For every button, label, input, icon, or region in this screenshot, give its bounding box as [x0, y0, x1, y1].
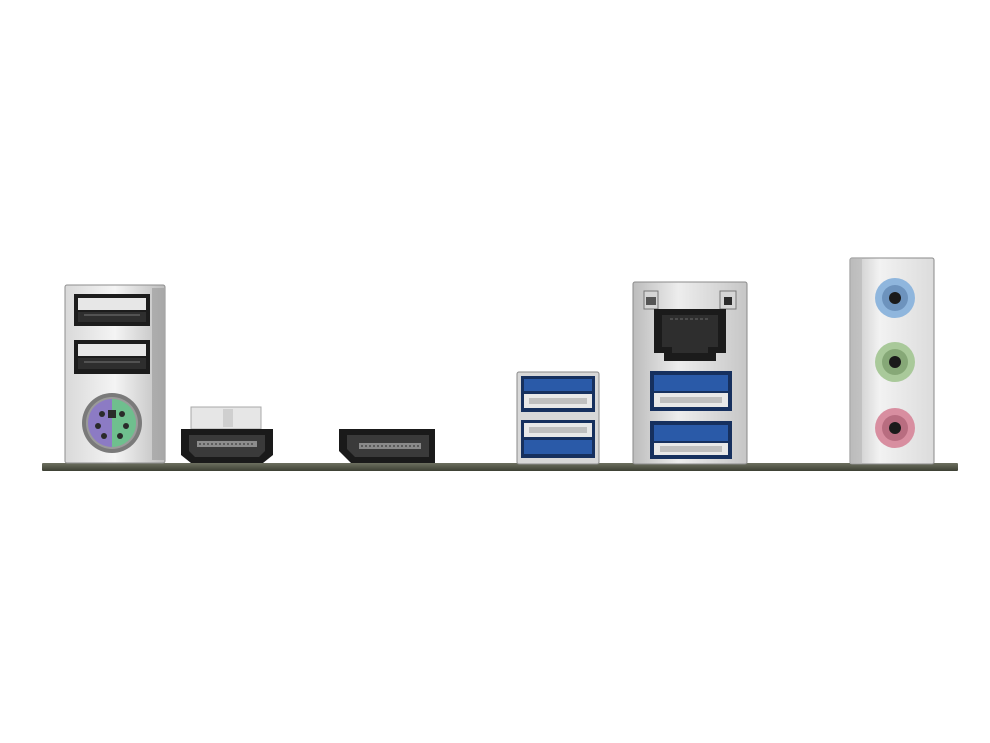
displayport-icon [339, 429, 435, 463]
usb-3-port-icon [650, 371, 732, 411]
audio-mic-jack-icon [875, 408, 915, 448]
usb3-stack [515, 370, 601, 466]
audio-jack-stack [849, 257, 935, 467]
lan-usb3-stack [632, 281, 748, 467]
audio-line-in-jack-icon [875, 278, 915, 318]
hdmi-port-icon [181, 429, 273, 463]
usb-2-port-icon [74, 340, 150, 374]
audio-line-out-jack-icon [875, 342, 915, 382]
usb-2-port-icon [74, 294, 150, 326]
usb-3-port-icon [650, 421, 732, 459]
rj45-lan-port-icon [643, 290, 737, 361]
ps2-combo-port-icon [82, 393, 142, 453]
pcb-edge [42, 463, 958, 471]
displayport [337, 425, 437, 467]
hdmi-port [179, 405, 275, 465]
usb-3-port-icon [521, 420, 595, 458]
usb2-ps2-stack [64, 284, 166, 466]
usb-3-port-icon [521, 376, 595, 412]
